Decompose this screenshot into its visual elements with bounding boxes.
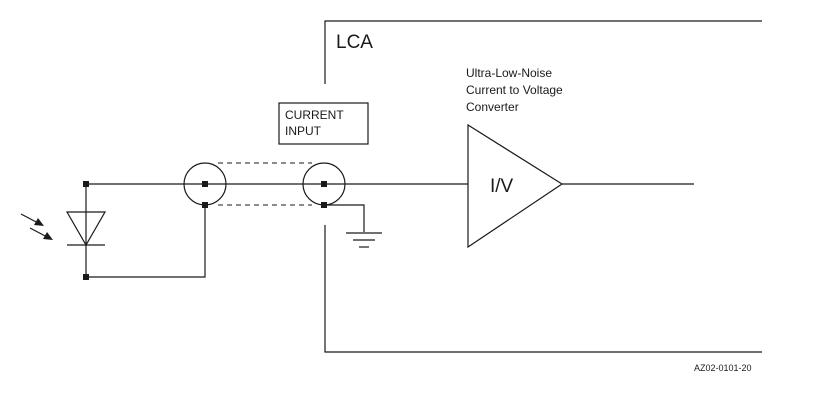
- amplifier-label: I/V: [490, 176, 514, 197]
- current-input-line1: CURRENT: [285, 108, 344, 122]
- lca-label: LCA: [336, 32, 373, 53]
- current-input-box: CURRENT INPUT: [278, 102, 369, 145]
- junction-dots: [83, 181, 327, 280]
- converter-label-line2: Current to Voltage: [466, 83, 563, 97]
- converter-label-line1: Ultra-Low-Noise: [466, 66, 552, 80]
- lca-enclosure: [324, 20, 762, 353]
- converter-description: Ultra-Low-Noise Current to Voltage Conve…: [466, 66, 563, 114]
- coax-shield: [218, 162, 312, 206]
- figure-id: AZ02-0101-20: [694, 363, 752, 373]
- photodiode-icon: [20, 211, 107, 247]
- circuit-wires: [85, 183, 694, 278]
- converter-label-line3: Converter: [466, 100, 519, 114]
- amplifier-icon: I/V: [467, 123, 564, 249]
- current-input-line2: INPUT: [285, 124, 322, 138]
- ground-icon: [346, 232, 382, 248]
